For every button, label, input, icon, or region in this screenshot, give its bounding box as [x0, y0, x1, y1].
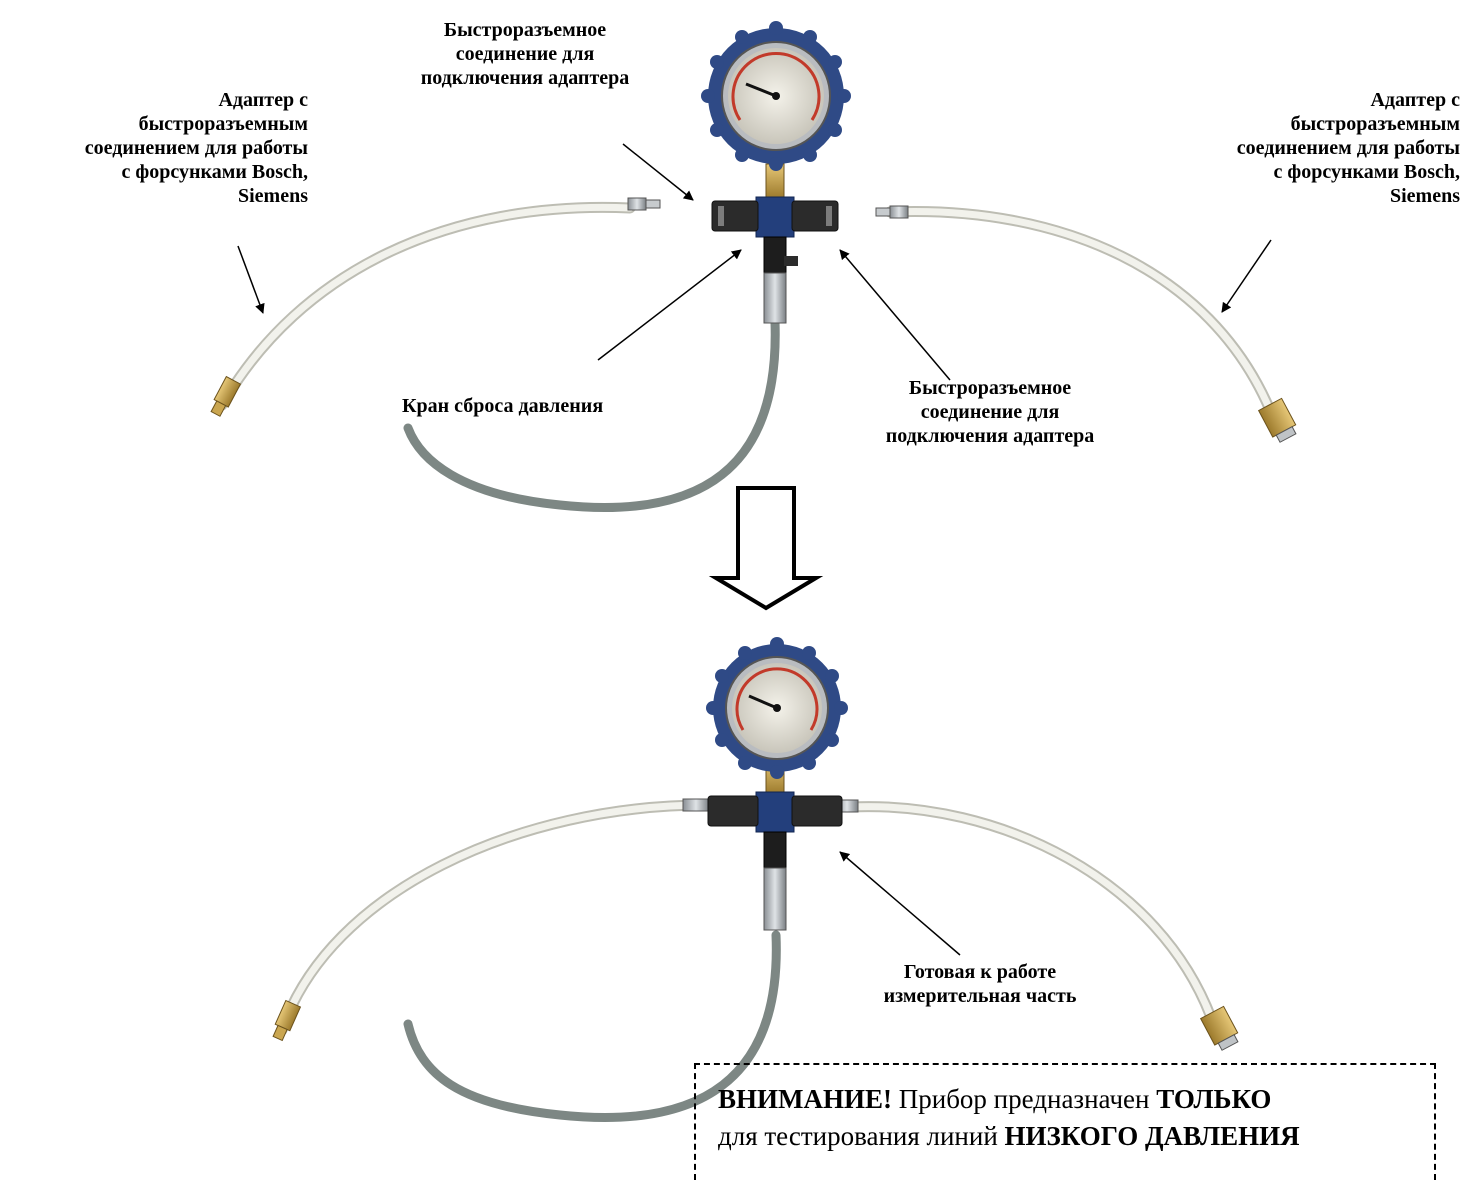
- label-ready: Готовая к работе измерительная часть: [883, 961, 1077, 1007]
- bottom-right-brass-fitting: [1199, 1005, 1239, 1051]
- right-adapter-brass-fitting: [1257, 397, 1297, 443]
- left-adapter-brass-fitting: [210, 375, 242, 417]
- label-bottom-coupler: Быстроразъемное соединение для подключен…: [885, 377, 1095, 447]
- bottom-assembly: [272, 637, 1239, 1123]
- arrow-right-coupler: [839, 249, 951, 381]
- grey-drain-hose: [403, 317, 780, 513]
- top-callout-arrows: [237, 143, 1272, 381]
- top-assembly: [210, 21, 1297, 513]
- arrow-top-coupler: [622, 143, 694, 201]
- arrow-right-adapter: [1221, 239, 1272, 313]
- arrow-valve: [597, 249, 742, 361]
- label-top-coupler: Быстроразъемное соединение для подключен…: [420, 19, 630, 89]
- label-valve: Кран сброса давления: [402, 395, 604, 417]
- warning-heading: ВНИМАНИЕ!: [718, 1084, 892, 1114]
- arrow-ready: [839, 851, 961, 956]
- pressure-gauge-icon: [706, 637, 848, 779]
- warning-line-2: для тестирования линий НИЗКОГО ДАВЛЕНИЯ: [718, 1121, 1300, 1151]
- warning-box: ВНИМАНИЕ! Прибор предназначен ТОЛЬКО для…: [694, 1063, 1436, 1180]
- pressure-relief-valve: [763, 236, 787, 274]
- label-left-adapter: Адаптер с быстроразъемным соединением дл…: [84, 89, 308, 207]
- bottom-grey-hose: [403, 930, 781, 1123]
- down-arrow-icon: [708, 486, 824, 611]
- valve-fitting: [763, 272, 787, 324]
- label-right-adapter: Адаптер с быстроразъемным соединением дл…: [1236, 89, 1460, 207]
- tee-block: [755, 196, 795, 238]
- left-adapter-quick-coupler: [627, 197, 661, 211]
- warning-line-1: ВНИМАНИЕ! Прибор предназначен ТОЛЬКО: [718, 1084, 1272, 1114]
- bottom-left-brass-fitting: [272, 999, 302, 1042]
- pressure-gauge-icon: [701, 21, 851, 171]
- arrow-left-adapter: [237, 245, 265, 314]
- right-adapter-quick-coupler: [875, 205, 909, 219]
